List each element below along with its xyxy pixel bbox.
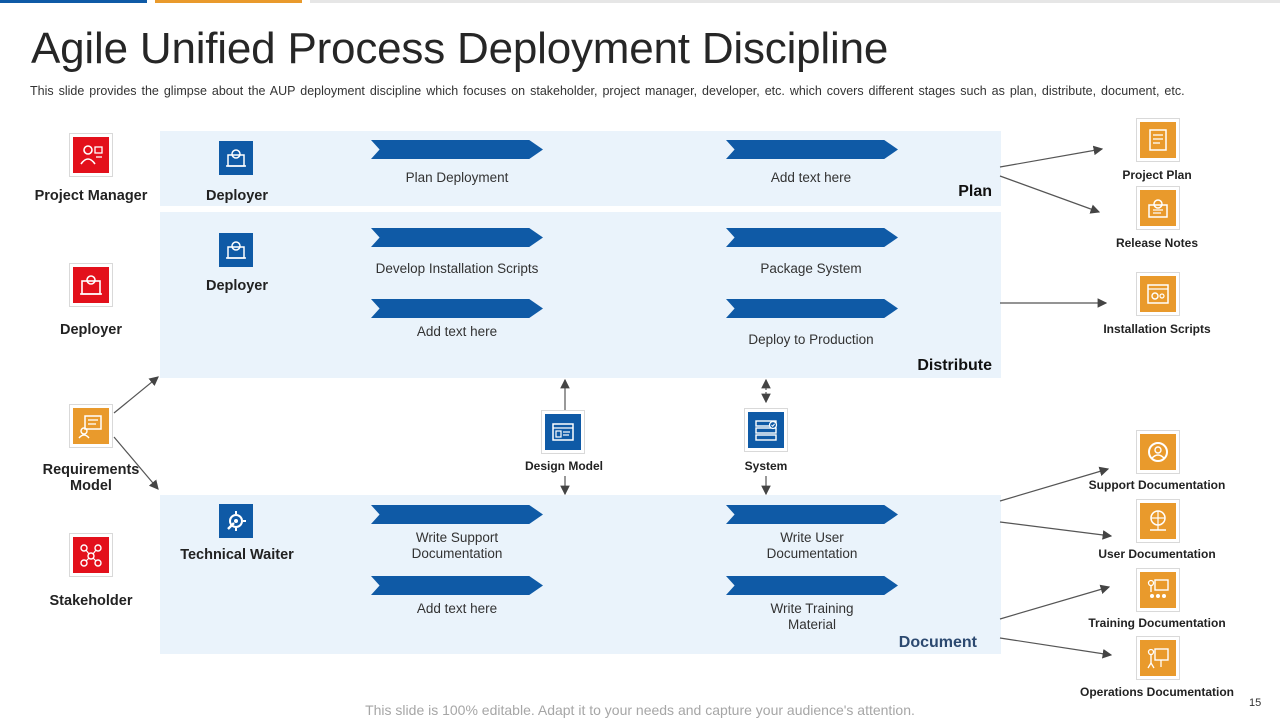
top-accent-orange: [155, 0, 302, 3]
operations-documentation-label: Operations Documentation: [1079, 685, 1234, 699]
top-accent-gray: [310, 0, 1280, 3]
document-role-label: Technical Waiter: [180, 547, 294, 563]
wrench-gear-icon: [219, 504, 253, 538]
stage-plan-label: Plan: [958, 183, 992, 200]
plan-role-label: Deployer: [205, 188, 269, 204]
arrow-to-operations-doc: [999, 637, 1113, 659]
stakeholder-icon: [69, 533, 113, 577]
user-documentation-label: User Documentation: [1098, 547, 1216, 561]
distribute-task-1: Develop Installation Scripts: [375, 261, 539, 276]
document-task-3-chevron: [371, 576, 543, 595]
distribute-task-2: Package System: [760, 261, 862, 276]
distribute-task-4-chevron: [726, 299, 898, 318]
plan-task-1-chevron: [371, 140, 543, 159]
document-task-2-chevron: [726, 505, 898, 524]
distribute-task-2-chevron: [726, 228, 898, 247]
deployer-icon: [69, 263, 113, 307]
distribute-role-label: Deployer: [205, 278, 269, 294]
document-task-1: Write Support Documentation: [411, 530, 503, 561]
document-task-1-chevron: [371, 505, 543, 524]
distribute-task-1-chevron: [371, 228, 543, 247]
distribute-task-4: Deploy to Production: [748, 332, 874, 347]
installation-scripts-label: Installation Scripts: [1103, 322, 1211, 336]
distribute-task-3-chevron: [371, 299, 543, 318]
training-documentation-icon: [1136, 568, 1180, 612]
page-title: Agile Unified Process Deployment Discipl…: [31, 24, 889, 73]
user-documentation-icon: [1136, 499, 1180, 543]
stakeholder-label: Stakeholder: [49, 593, 133, 609]
distribute-deployer-icon: [219, 233, 253, 267]
arrow-req-to-document: [113, 436, 159, 490]
operations-documentation-icon: [1136, 636, 1180, 680]
project-plan-label: Project Plan: [1122, 168, 1192, 182]
release-notes-label: Release Notes: [1115, 236, 1199, 250]
installation-scripts-icon: [1136, 272, 1180, 316]
project-manager-icon: [69, 133, 113, 177]
deployer-left-label: Deployer: [59, 322, 123, 338]
page-subtitle: This slide provides the glimpse about th…: [30, 84, 1185, 98]
arrow-to-release-notes: [999, 175, 1101, 214]
document-task-4: Write Training Material: [770, 601, 854, 632]
release-notes-icon: [1136, 186, 1180, 230]
page-number: 15: [1249, 697, 1262, 709]
system-icon: [744, 408, 788, 452]
plan-deployer-icon: [219, 141, 253, 175]
stage-document-label: Document: [898, 634, 977, 651]
arrow-req-to-distribute: [113, 376, 159, 414]
document-task-3: Add text here: [416, 601, 498, 616]
distribute-task-3: Add text here: [416, 324, 498, 339]
training-documentation-label: Training Documentation: [1088, 616, 1226, 630]
arrow-to-training-doc: [999, 584, 1111, 620]
top-accent-blue: [0, 0, 147, 3]
arrow-to-user-doc: [999, 521, 1113, 540]
stage-distribute-label: Distribute: [917, 357, 992, 374]
project-manager-label: Project Manager: [34, 188, 148, 204]
support-documentation-icon: [1136, 430, 1180, 474]
plan-task-2-chevron: [726, 140, 898, 159]
document-task-4-chevron: [726, 576, 898, 595]
arrow-to-support-doc: [999, 466, 1110, 502]
requirements-model-label: Requirements Model: [42, 462, 140, 494]
system-label: System: [744, 459, 788, 473]
plan-task-1: Plan Deployment: [405, 170, 509, 185]
design-model-icon: [541, 410, 585, 454]
footer-note: This slide is 100% editable. Adapt it to…: [365, 702, 915, 718]
document-task-2: Write User Documentation: [766, 530, 858, 561]
requirements-model-icon: [69, 404, 113, 448]
arrow-to-project-plan: [999, 145, 1104, 168]
support-documentation-label: Support Documentation: [1088, 478, 1226, 492]
project-plan-icon: [1136, 118, 1180, 162]
plan-task-2: Add text here: [770, 170, 852, 185]
design-model-label: Design Model: [524, 459, 603, 473]
